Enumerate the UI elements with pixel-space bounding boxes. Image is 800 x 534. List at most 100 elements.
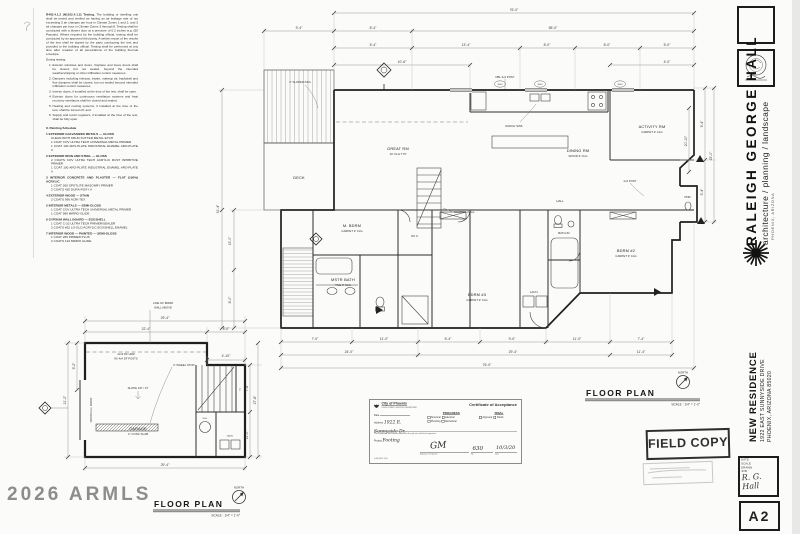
main-floor-plan: 3050 3050 3050 76'-0" 9'-4" 8'-4" 58'-0"… [216,8,717,407]
dim-label: 11'-4" [637,350,646,354]
room-sub-mbdrm: CARPET 9' CLG [341,229,363,233]
room-label-dining: DINING RM [567,148,590,153]
dim-label: 10'-6" [398,60,407,64]
dim-label: 15'-0" [228,236,232,245]
cert-inspector-signature: GM [429,439,447,452]
schedule-item: 2 EXTERIOR IRON AND STEEL — GLOSS 2 COAT… [46,154,138,174]
note-dbl-post: DBL 2x4 POST [495,75,514,79]
garage-fixtures [95,421,241,450]
architect-seal-box [737,49,775,87]
note-bdrm-line2: WALL ABOVE [154,306,172,310]
garage-dimension-labels: 29'-4" 22'-4" 8'-0" 29'-4" 21'-2" 9'-2" … [63,316,257,467]
cert-badge-caption: No. [471,453,474,455]
schedule-item: 4 EXTERIOR WOOD — STAIN 2 COATS 990 ACRI… [46,194,90,202]
room-label-garage: GARAGE [129,426,147,431]
testing-item: Heating and cooling systems, if installe… [53,104,139,112]
checkbox [493,416,497,419]
room-sub-great-rm: 10' CLG TYP [390,152,407,156]
dim-label: 76'-0" [510,8,519,12]
project-address-2: PHOENIX, ARIZONA 85020 [766,370,773,442]
cert-date-caption: Date [495,453,499,455]
note-sloping-wall: SLOPING WALL [454,210,475,214]
painting-schedule-title: II. Painting Schedule [46,126,77,130]
room-label-laun: LAUN. [530,290,539,294]
cert-title: Certificate of Acceptance [469,402,517,408]
note-oh-door: WOOD O.H. DOOR [89,398,93,423]
room-label-pdr: PDR. [685,195,692,199]
room-label-hall: HALL [556,199,564,203]
room-label-bdrm3: BDRM #3 [468,292,486,297]
cert-badge-line [471,452,493,453]
room-label-wic: W.I.C. [411,234,419,238]
room-label-bdrm2: BDRM #2 [617,248,635,253]
room-sub-mstr-bath: TILE 9' CLG [335,283,352,287]
room-sub-bdrm2: CARPET 9' CLG [615,254,637,258]
dim-label: 20'-10" [684,135,688,146]
dim-label: 31'-4" [216,204,220,213]
dim-label: 29'-4" [161,316,170,320]
cert-final-header: FINAL [494,412,504,415]
dim-label: 7'-0" [312,337,320,341]
label-cl: CL. [240,387,242,391]
north-arrow-garage [232,490,246,504]
testing-item: Supply and return registers, if installe… [53,114,139,122]
window-tag: 3050 [618,84,624,86]
sig-row-job: JOB [741,470,747,474]
cert-project-handwriting: Footing [382,438,400,443]
dim-label: 8'-0" [604,43,612,47]
dim-label: 21'-2" [63,395,67,404]
project-name: NEW RESIDENCE [748,351,759,442]
phoenix-bird-icon [374,403,379,408]
schedule-item: 3 INTERIOR CONCRETE AND PLASTER — FLAT (… [46,176,138,192]
testing-item: Dampers including exhaust, intake, makeu… [53,77,139,89]
dim-label: 22'-4" [142,327,151,331]
room-sub-dining: WOOD 9' CLG [568,154,588,158]
faint-inspection-stamp [642,460,714,486]
garage-door-opening [82,380,88,440]
field-copy-stamp: FIELD COPY [645,427,731,461]
schedule-item: 7 INTERIOR WOOD — PAINTED — SEMI-GLOSS 1… [46,231,117,244]
cert-sig-line [420,452,469,453]
dim-label: 29'-4" [509,350,518,354]
dim-label: 4'-10" [222,354,231,358]
main-plan-title: FLOOR PLAN SCALE : 1/4" = 1'-0" NORTH [585,371,700,407]
testing-heading: R402.4.1.2 (N1102.4.1.2) Testing. [46,13,95,17]
dim-label: 11'-0" [245,430,249,439]
scan-fold-line [33,8,34,258]
schedule-item: 5 INTERIOR METALS — SEMI-GLOSS 1 COAT CO… [46,203,132,216]
cert-date-handwriting: 10/3/20 [496,445,516,451]
room-label-mbdrm: M. BDRM [343,223,361,228]
stairs-main [416,167,442,229]
dim-label: 8'-4" [370,26,378,30]
sig-row-date: DATE [741,458,749,462]
cert-progress-opt: Plumbing Mechanical [427,420,476,423]
room-sub-bdrm3: CARPET 9' CLG [466,298,488,302]
dim-label: 8'-0" [544,43,552,47]
testing-items-list: Exterior windows and doors, fireplace an… [46,64,139,122]
architect-seal [745,54,767,81]
checkbox [441,416,445,419]
room-label-activity: ACTIVITY RM [639,124,666,129]
dim-label: 8'-0" [228,296,232,304]
garage-floor-plan: WOOD O.H. DOOR GARAGE 4" CONC SLAB W.H. … [38,301,262,518]
bath-fixtures [315,201,692,329]
dim-label: 29'-4" [161,463,170,467]
checkbox [427,416,431,419]
dim-label: 27'-8" [253,395,257,404]
dim-label: 7'-8" [245,384,249,392]
deck-hatch-lower [282,247,314,317]
cert-address-handwriting: 1922 E. Sunnyside Dr. [374,420,406,434]
dim-label: 25'-0" [709,151,713,160]
during-testing-label: During testing: [46,58,66,62]
cert-progress-opt: Structural Electrical [427,416,476,419]
sheet-number: A2 [748,508,771,524]
dim-label: 4'-0" [664,60,672,64]
dim-label: 5'-4" [370,43,378,47]
north-label-garage: NORTH [234,486,244,490]
scan-mark [23,21,31,32]
dim-label: 24'-0" [345,350,354,354]
garage-interior-walls [195,365,245,457]
garage-labels: GARAGE 4" CONC SLAB W.H. LAUN. CL. [128,387,242,438]
